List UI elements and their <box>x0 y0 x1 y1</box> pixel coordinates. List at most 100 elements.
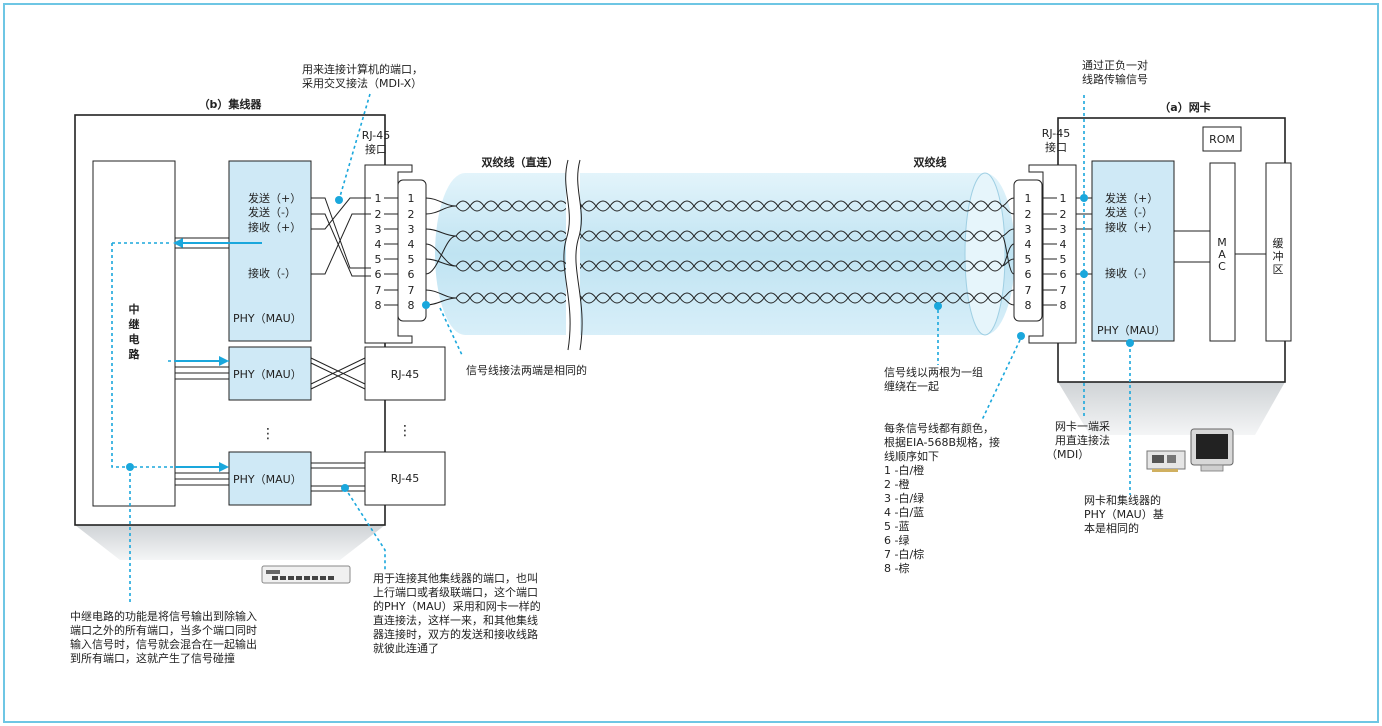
color-order-line: 根据EIA-568B规格，接 <box>884 435 1000 449</box>
nic-rx-plus-label: 接收（+） <box>1105 220 1158 234</box>
note-repeater: 中继电路的功能是将信号输出到除输入端口之外的所有端口，当多个端口同时输入信号时，… <box>70 609 257 665</box>
note-pair: 通过正负一对 线路传输信号 <box>1082 58 1148 86</box>
note-mdix: 用来连接计算机的端口， 采用交叉接法（MDI-X） <box>302 62 423 90</box>
color-order-line: 1 -白/橙 <box>884 463 924 477</box>
svg-text:中: 中 <box>129 302 140 316</box>
svg-text:⋮: ⋮ <box>398 423 412 439</box>
nic-pin-2: 2 <box>1060 208 1067 221</box>
plug-left-pin-2: 2 <box>408 208 415 221</box>
uplink-note-line: 直连接法，这样一来，和其他集线 <box>373 613 538 627</box>
uplink-note-line: 器连接时，双方的发送和接收线路 <box>373 627 538 641</box>
svg-text:RJ-45: RJ-45 <box>391 368 419 381</box>
hub-pin-8: 8 <box>375 299 382 312</box>
cable-label-right: 双绞线 <box>914 155 947 169</box>
svg-text:缓: 缓 <box>1273 237 1284 250</box>
nic-pin-6: 6 <box>1060 268 1067 281</box>
buffer-memory <box>1265 162 1292 342</box>
repeater-note-line: 中继电路的功能是将信号输出到除输入 <box>70 609 257 623</box>
note-same-wiring: 信号线接法两端是相同的 <box>466 363 587 377</box>
nic-rx-minus-label: 接收（-） <box>1105 266 1153 280</box>
repeater-note-line: 端口之外的所有端口，当多个端口同时 <box>70 623 257 637</box>
uplink-note-line: 就彼此连通了 <box>373 641 439 655</box>
repeater-circuit-box <box>92 160 176 507</box>
note-uplink: 用于连接其他集线器的端口，也叫上行端口或者级联端口，这个端口的PHY（MAU）采… <box>373 571 541 655</box>
hub-pin-4: 4 <box>375 238 382 251</box>
plug-right-pin-6: 6 <box>1025 268 1032 281</box>
hub-phy-port3 <box>228 451 312 506</box>
nic-shadow <box>1058 382 1285 435</box>
plug-right-pin-4: 4 <box>1025 238 1032 251</box>
callout-dots <box>126 194 1134 492</box>
hub-pin-2: 2 <box>375 208 382 221</box>
color-order-line: 6 -绿 <box>884 533 909 547</box>
twisted-wire <box>425 292 1015 306</box>
color-order-line: 3 -白/绿 <box>884 491 924 505</box>
hub-tx-minus-label: 发送（-） <box>248 205 296 219</box>
nic-pin-3: 3 <box>1060 223 1067 236</box>
plug-right-pin-5: 5 <box>1025 253 1032 266</box>
twisted-wire <box>425 197 1015 212</box>
repeater-note-line: 到所有端口，这就产生了信号碰撞 <box>70 651 235 665</box>
hub-rx-plus-label: 接收（+） <box>248 220 301 234</box>
hub-phy-main <box>228 160 312 342</box>
note-twist: 信号线以两根为一组 缠绕在一起 <box>884 365 983 393</box>
hub-rj45-jack <box>364 164 413 344</box>
nic-pin-1: 1 <box>1060 192 1067 205</box>
svg-text:RJ-45: RJ-45 <box>362 129 390 142</box>
twisted-wire <box>425 230 1015 275</box>
plug-left-pin-1: 1 <box>408 192 415 205</box>
twisted-wire <box>425 289 1015 304</box>
repeater-label: 中 继 电 路 <box>129 302 141 361</box>
nic-pin-5: 5 <box>1060 253 1067 266</box>
twisted-pair-cable <box>435 173 1015 335</box>
color-order-line: 8 -棕 <box>884 561 909 575</box>
svg-text:接口: 接口 <box>365 143 387 156</box>
color-order-line: 5 -蓝 <box>884 520 909 533</box>
hub-crossover-wiring <box>311 197 371 277</box>
color-order-line: 4 -白/蓝 <box>884 505 924 519</box>
color-order-line: 线顺序如下 <box>884 449 939 463</box>
svg-text:C: C <box>1218 260 1226 273</box>
svg-text:RJ-45: RJ-45 <box>1042 127 1070 140</box>
uplink-note-line: 的PHY（MAU）采用和网卡一样的 <box>373 599 541 613</box>
plug-left-pin-3: 3 <box>408 223 415 236</box>
note-phy-same: 网卡和集线器的 PHY（MAU）基 本是相同的 <box>1084 493 1164 535</box>
hub-rj45-port2 <box>364 346 446 401</box>
twisted-wire <box>425 200 1015 215</box>
plug-right-pin-1: 1 <box>1025 192 1032 205</box>
hub-rx-minus-label: 接收（-） <box>248 266 296 280</box>
svg-text:缠绕在一起: 缠绕在一起 <box>884 379 939 393</box>
svg-text:（MDI）: （MDI） <box>1046 448 1089 461</box>
svg-text:⋮: ⋮ <box>261 426 275 442</box>
svg-text:ROM: ROM <box>1209 133 1235 146</box>
plug-left-pin-4: 4 <box>408 238 415 251</box>
nic-pin-7: 7 <box>1060 284 1067 297</box>
network-card-icon <box>1146 450 1186 472</box>
cable-end <box>964 172 1006 336</box>
svg-text:RJ-45: RJ-45 <box>391 472 419 485</box>
cable-plug-left <box>397 179 427 322</box>
twisted-wire <box>425 243 1015 272</box>
hub-title: （b）集线器 <box>199 97 263 111</box>
repeater-note-line: 输入信号时，信号就会混合在一起输出 <box>70 637 257 651</box>
nic-pin-8: 8 <box>1060 299 1067 312</box>
rom-chip <box>1202 126 1242 152</box>
nic-phy-label: PHY（MAU） <box>1097 324 1166 337</box>
color-order-line: 2 -橙 <box>884 477 909 491</box>
plug-right-pin-7: 7 <box>1025 284 1032 297</box>
hub-pin-1: 1 <box>375 192 382 205</box>
cable-break <box>566 160 580 350</box>
nic-tx-plus-label: 发送（+） <box>1105 191 1158 205</box>
hub-tx-plus-label: 发送（+） <box>248 191 301 205</box>
callout-lines <box>111 93 1131 605</box>
svg-text:线路传输信号: 线路传输信号 <box>1082 72 1148 86</box>
plug-left-pin-7: 7 <box>408 284 415 297</box>
cable-label-left: 双绞线（直连） <box>482 155 559 169</box>
note-mdi: 网卡一端采 用直连接法 （MDI） <box>1046 420 1110 461</box>
svg-text:电: 电 <box>129 332 140 346</box>
